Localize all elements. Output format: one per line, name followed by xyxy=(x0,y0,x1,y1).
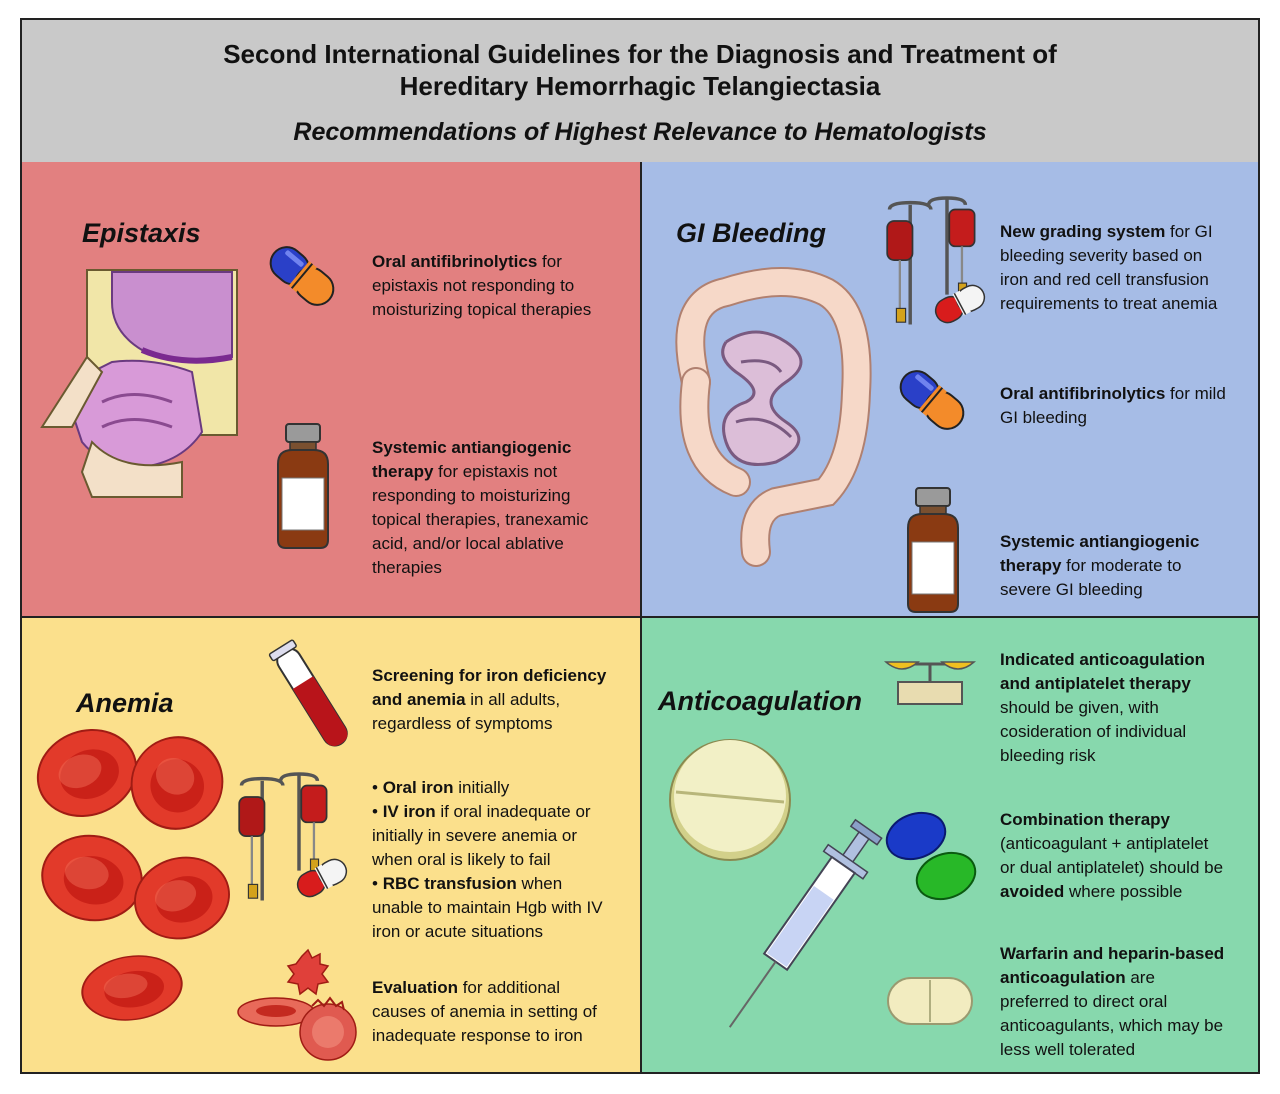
anemia-title: Anemia xyxy=(76,688,174,718)
red-blood-cells-icon xyxy=(24,715,242,1028)
capsule-red-white-icon xyxy=(292,854,352,902)
infographic-frame: Second International Guidelines for the … xyxy=(20,18,1260,1074)
anticoagulation-rec-2: Combination therapy (anticoagulant + ant… xyxy=(1000,810,1224,901)
epistaxis-rec-1: Oral antifibrinolytics for epistaxis not… xyxy=(372,252,592,319)
gi-rec-1: New grading system for GI bleeding sever… xyxy=(1000,222,1218,313)
gi-bleeding-panel: GI Bleeding New grading system for GI bl… xyxy=(642,162,1258,618)
subtitle: Recommendations of Highest Relevance to … xyxy=(293,118,987,146)
title-line-2: Hereditary Hemorrhagic Telangiectasia xyxy=(399,71,881,101)
medicine-vial-icon xyxy=(277,423,329,549)
anticoagulation-title: Anticoagulation xyxy=(658,686,862,716)
capsule-icon xyxy=(263,239,341,313)
oval-tablet-icon xyxy=(887,977,973,1025)
anticoagulation-rec-1: Indicated anticoagulation and antiplatel… xyxy=(1000,650,1205,765)
gi-rec-2: Oral antifibrinolytics for mild GI bleed… xyxy=(1000,384,1226,427)
anticoagulation-rec-3: Warfarin and heparin-based anticoagulati… xyxy=(1000,944,1225,1059)
anemia-rec-2: • Oral iron initially • IV iron if oral … xyxy=(372,778,603,941)
epistaxis-title: Epistaxis xyxy=(82,218,201,248)
epistaxis-rec-2: Systemic antiangiogenic therapy for epis… xyxy=(372,438,589,577)
intestine-icon xyxy=(675,267,872,567)
anemia-rec-1: Screening for iron deficiency and anemia… xyxy=(372,666,607,733)
capsule-red-white-icon xyxy=(930,280,990,328)
gi-bleeding-title: GI Bleeding xyxy=(676,218,827,248)
header: Second International Guidelines for the … xyxy=(22,20,1258,164)
blood-tube-icon xyxy=(268,639,348,747)
balance-scale-icon xyxy=(884,661,976,705)
capsule-icon xyxy=(893,363,971,437)
medicine-vial-icon xyxy=(907,487,959,613)
anemia-rec-3: Evaluation for additional causes of anem… xyxy=(372,978,597,1045)
gi-rec-3: Systemic antiangiogenic therapy for mode… xyxy=(1000,532,1200,599)
tablet-icon xyxy=(669,739,791,861)
pills-icon xyxy=(885,811,977,901)
anticoagulation-panel: Anticoagulation Indicated anticoagulatio… xyxy=(642,618,1258,1072)
syringe-icon xyxy=(728,818,883,1028)
epistaxis-panel: Epistaxis Oral antifibrinolytics for epi… xyxy=(22,162,642,618)
anemia-panel: Anemia Screening for iron deficiency and… xyxy=(22,618,642,1072)
title-line-1: Second International Guidelines for the … xyxy=(223,39,1057,69)
abnormal-cells-icon xyxy=(237,948,357,1061)
nasal-cavity-icon xyxy=(40,269,238,498)
